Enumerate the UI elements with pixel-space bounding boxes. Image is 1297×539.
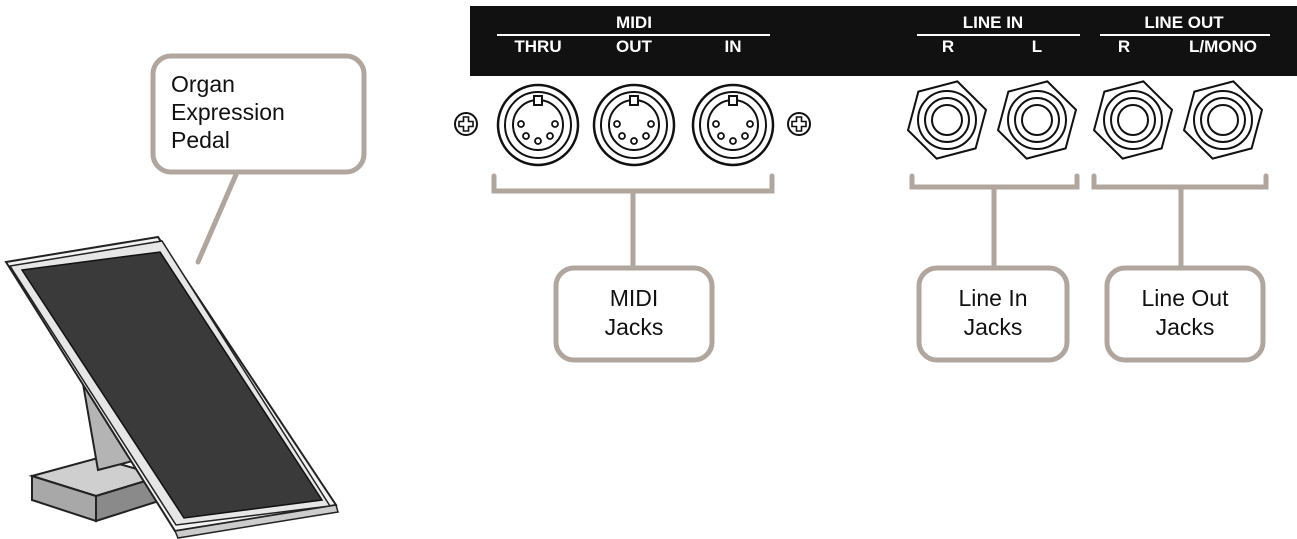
screw-icon <box>787 112 811 136</box>
line-out-callout-line-2: Jacks <box>1156 314 1215 340</box>
pedal-callout-line-2: Expression <box>171 99 285 125</box>
pedal-callout: Organ Expression Pedal <box>150 53 367 175</box>
line-out-r-label: R <box>1118 37 1130 56</box>
screw-icon <box>454 112 478 136</box>
midi-thru-jack[interactable] <box>496 83 580 167</box>
midi-thru-label: THRU <box>514 37 561 56</box>
pedal-surface <box>20 251 324 519</box>
line-in-group-label: LINE IN <box>963 13 1023 32</box>
midi-callout-line-1: MIDI <box>610 285 659 311</box>
midi-callout-line-2: Jacks <box>605 314 664 340</box>
line-out-l-label: L/MONO <box>1189 37 1257 56</box>
line-in-l-label: L <box>1032 37 1042 56</box>
pedal-callout-line-1: Organ <box>171 71 235 97</box>
midi-in-jack[interactable] <box>691 83 775 167</box>
jack-label-panel: MIDI THRU OUT IN LINE IN R L LINE OUT R … <box>470 6 1297 76</box>
line-in-r-label: R <box>942 37 954 56</box>
pedal-leader-line <box>195 167 241 265</box>
line-out-r-jack[interactable] <box>1089 72 1177 167</box>
panel-background <box>470 6 1297 76</box>
callout-brackets <box>195 167 1269 271</box>
line-out-l-mono-jack[interactable] <box>1179 72 1267 167</box>
midi-callout: MIDI Jacks <box>553 265 715 363</box>
midi-out-jack[interactable] <box>592 83 676 167</box>
line-out-callout-line-1: Line Out <box>1142 285 1230 311</box>
midi-group-label: MIDI <box>616 13 652 32</box>
line-in-l-jack[interactable] <box>993 72 1081 167</box>
midi-in-label: IN <box>725 37 742 56</box>
line-in-callout-line-2: Jacks <box>964 314 1023 340</box>
line-out-group-label: LINE OUT <box>1144 13 1224 32</box>
line-out-callout: Line Out Jacks <box>1104 265 1266 363</box>
midi-out-label: OUT <box>616 37 653 56</box>
pedal-callout-line-3: Pedal <box>171 127 230 153</box>
line-in-callout-line-1: Line In <box>958 285 1027 311</box>
pedal-plate-edge <box>173 504 339 539</box>
line-in-r-jack[interactable] <box>903 72 991 167</box>
organ-expression-pedal-illustration <box>4 235 339 539</box>
line-in-callout: Line In Jacks <box>916 265 1070 363</box>
